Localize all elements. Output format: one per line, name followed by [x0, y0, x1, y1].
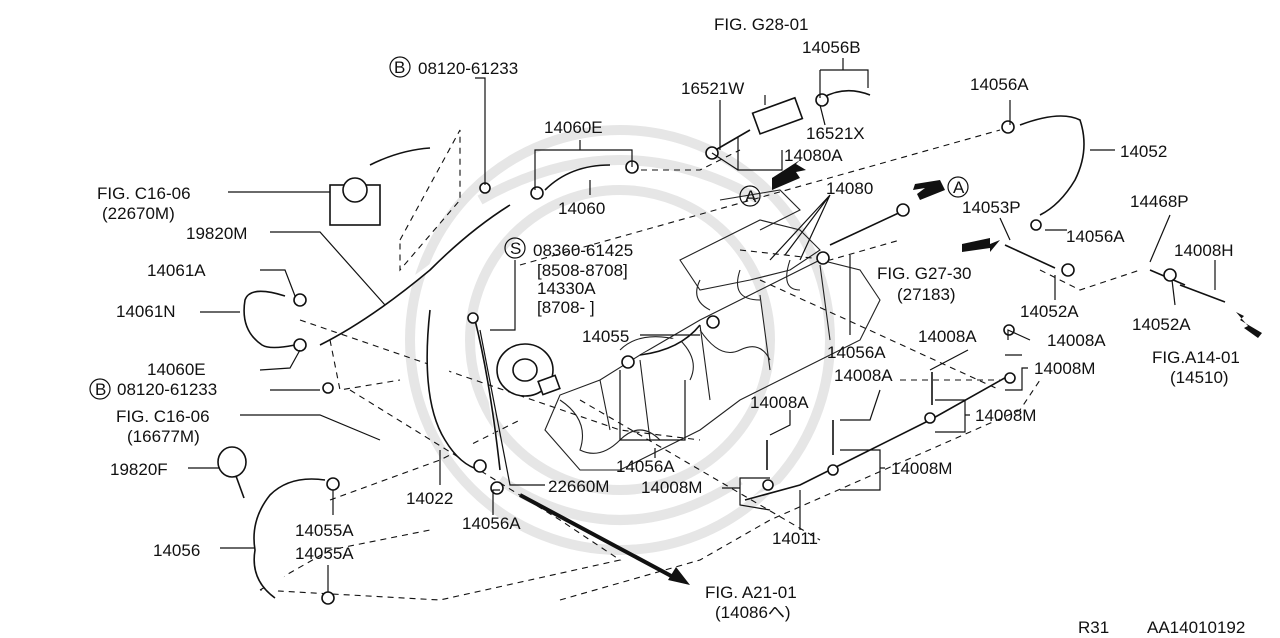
label-diagram-code: AA14010192: [1147, 618, 1245, 637]
label-16521w: 16521W: [681, 79, 744, 98]
label-14008a-2: 14008A: [1047, 331, 1106, 350]
label-circle-b-low: B: [95, 380, 106, 399]
label-14510: (14510): [1170, 368, 1229, 387]
label-fig-g27-30: FIG. G27-30: [877, 264, 971, 283]
label-circle-b-top: B: [394, 58, 405, 77]
hose-14060: [544, 164, 611, 191]
part-labels: FIG. G28-01 14056B B 08120-61233 16521W …: [95, 15, 1245, 637]
label-14056a-bottom: 14056A: [462, 514, 521, 533]
pipe-14008h: [1179, 284, 1226, 303]
label-08120-61233-low: 08120-61233: [117, 380, 217, 399]
hose-14055: [639, 324, 701, 356]
label-fig-c16-06-a: FIG. C16-06: [97, 184, 191, 203]
label-14052: 14052: [1120, 142, 1167, 161]
label-14052a-right: 14052A: [1132, 315, 1191, 334]
label-14052a-mid: 14052A: [1020, 302, 1079, 321]
label-fig-g28-01: FIG. G28-01: [714, 15, 808, 34]
label-8708: [8708- ]: [537, 298, 595, 317]
label-14061n: 14061N: [116, 302, 176, 321]
label-14022: 14022: [406, 489, 453, 508]
hose-22660m: [474, 319, 501, 471]
direction-arrows: [519, 160, 1262, 585]
label-14060e-left: 14060E: [147, 360, 206, 379]
label-14008m-4: 14008M: [641, 478, 702, 497]
label-14330a: 14330A: [537, 279, 596, 298]
label-14008m-2: 14008M: [975, 406, 1036, 425]
label-14056a-top: 14056A: [970, 75, 1029, 94]
label-14055a-1: 14055A: [295, 521, 354, 540]
label-14060: 14060: [558, 199, 605, 218]
hose-14056b: [821, 89, 871, 99]
circle-markers: [89, 56, 969, 400]
label-14080a: 14080A: [784, 146, 843, 165]
arrow-to-fig-a21: [519, 493, 676, 580]
label-22670m: (22670M): [102, 204, 175, 223]
filter-16521w: [751, 96, 804, 135]
label-14055a-2: 14055A: [295, 544, 354, 563]
label-fig-c16-06-b: FIG. C16-06: [116, 407, 210, 426]
clamp-19820f: [217, 446, 247, 478]
label-14080: 14080: [826, 179, 873, 198]
label-circle-s: S: [510, 239, 521, 258]
label-8508-8708: [8508-8708]: [537, 261, 628, 280]
label-19820m: 19820M: [186, 224, 247, 243]
leader-lines: [188, 58, 1216, 592]
hose-19820m: [319, 204, 511, 346]
label-14056b: 14056B: [802, 38, 861, 57]
label-14008h: 14008H: [1174, 241, 1234, 260]
label-14056a-right: 14056A: [1066, 227, 1125, 246]
label-22660m: 22660M: [548, 477, 609, 496]
reference-lines: [259, 129, 1141, 601]
label-14086: (14086へ): [715, 603, 791, 622]
pipe-14011: [744, 374, 1011, 501]
circle-b-top: [389, 56, 411, 78]
label-r31: R31: [1078, 618, 1109, 637]
label-14061a: 14061A: [147, 261, 206, 280]
label-circle-a-right: A: [953, 178, 965, 197]
pipe-14080: [829, 209, 906, 246]
arrow-a-left: [772, 160, 806, 190]
label-27183: (27183): [897, 285, 956, 304]
hose-14022: [426, 309, 481, 471]
hose-16521w: [711, 129, 751, 153]
hose-14061n: [243, 290, 296, 349]
label-14468p: 14468P: [1130, 192, 1189, 211]
label-fig-a21-01: FIG. A21-01: [705, 583, 797, 602]
label-14008a-4: 14008A: [750, 393, 809, 412]
water-pump-housing: [496, 343, 561, 397]
label-14056a-low: 14056A: [616, 457, 675, 476]
circle-b-low: [89, 378, 111, 400]
arrow-a-right: [913, 180, 945, 200]
label-08360-61425: 08360-61425: [533, 241, 633, 260]
label-14056: 14056: [153, 541, 200, 560]
label-14056a-mid: 14056A: [827, 343, 886, 362]
arrow-to-fig-a14: [1236, 312, 1262, 338]
hose-14056: [253, 478, 326, 599]
label-14053p: 14053P: [962, 198, 1021, 217]
arrow-to-fig-g27: [962, 238, 1000, 252]
clamps: [293, 93, 1177, 605]
hoses: [217, 89, 1226, 599]
vacuum-hose-top: [369, 147, 431, 166]
label-14008m-1: 14008M: [1034, 359, 1095, 378]
label-16521x: 16521X: [806, 124, 865, 143]
label-14008a-1: 14008A: [918, 327, 977, 346]
circle-s: [504, 237, 526, 259]
hose-14052: [1019, 115, 1085, 216]
label-14011: 14011: [772, 529, 818, 548]
label-14055: 14055: [582, 327, 629, 346]
label-circle-a-left: A: [745, 187, 757, 206]
circle-a-left: [739, 185, 761, 207]
circle-a-right: [947, 176, 969, 198]
label-14060e-top: 14060E: [544, 118, 603, 137]
label-14008a-3: 14008A: [834, 366, 893, 385]
label-14008m-3: 14008M: [891, 459, 952, 478]
label-19820f: 19820F: [110, 460, 168, 479]
fitting-14053p: [1004, 244, 1056, 269]
label-16677m: (16677M): [127, 427, 200, 446]
label-08120-61233-top: 08120-61233: [418, 59, 518, 78]
label-fig-a14-01: FIG.A14-01: [1152, 348, 1240, 367]
